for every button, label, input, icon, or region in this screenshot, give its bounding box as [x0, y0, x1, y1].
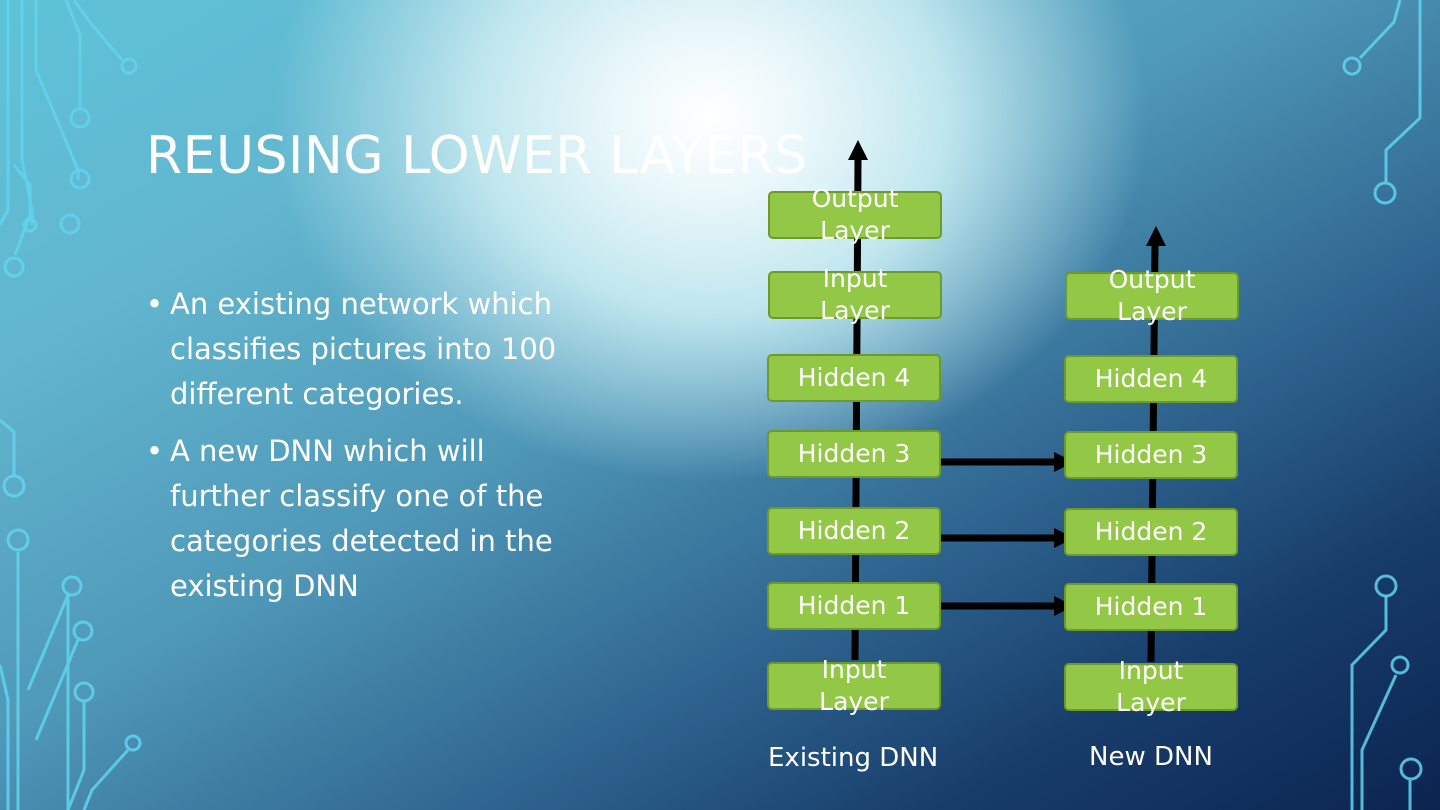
bullet-item: A new DNN which will further classify on…	[146, 429, 566, 609]
existing-dnn-caption: Existing DNN	[768, 743, 939, 773]
bullet-list: An existing network which classifies pic…	[146, 282, 566, 621]
slide-title: REUSING LOWER LAYERS	[146, 126, 808, 186]
existing-input-layer-upper: Input Layer	[768, 264, 942, 325]
existing-dnn-flow-line	[851, 159, 862, 661]
existing-input-layer: Input Layer	[767, 655, 941, 716]
new-hidden-3: Hidden 3	[1064, 431, 1238, 479]
existing-hidden-3: Hidden 3	[767, 430, 941, 478]
existing-hidden-4: Hidden 4	[767, 354, 941, 402]
new-dnn-caption: New DNN	[1089, 742, 1213, 772]
bullet-item: An existing network which classifies pic…	[146, 282, 566, 417]
new-hidden-1: Hidden 1	[1064, 583, 1238, 631]
existing-output-layer: Output Layer	[768, 184, 942, 245]
existing-hidden-1: Hidden 1	[767, 582, 941, 630]
new-hidden-4: Hidden 4	[1064, 355, 1238, 403]
new-input-layer: Input Layer	[1064, 656, 1238, 717]
new-hidden-2: Hidden 2	[1064, 508, 1238, 556]
existing-dnn-output-arrowhead	[848, 140, 868, 160]
existing-hidden-2: Hidden 2	[767, 507, 941, 555]
new-dnn-output-arrowhead	[1146, 226, 1166, 246]
new-output-layer: Output Layer	[1065, 265, 1239, 326]
